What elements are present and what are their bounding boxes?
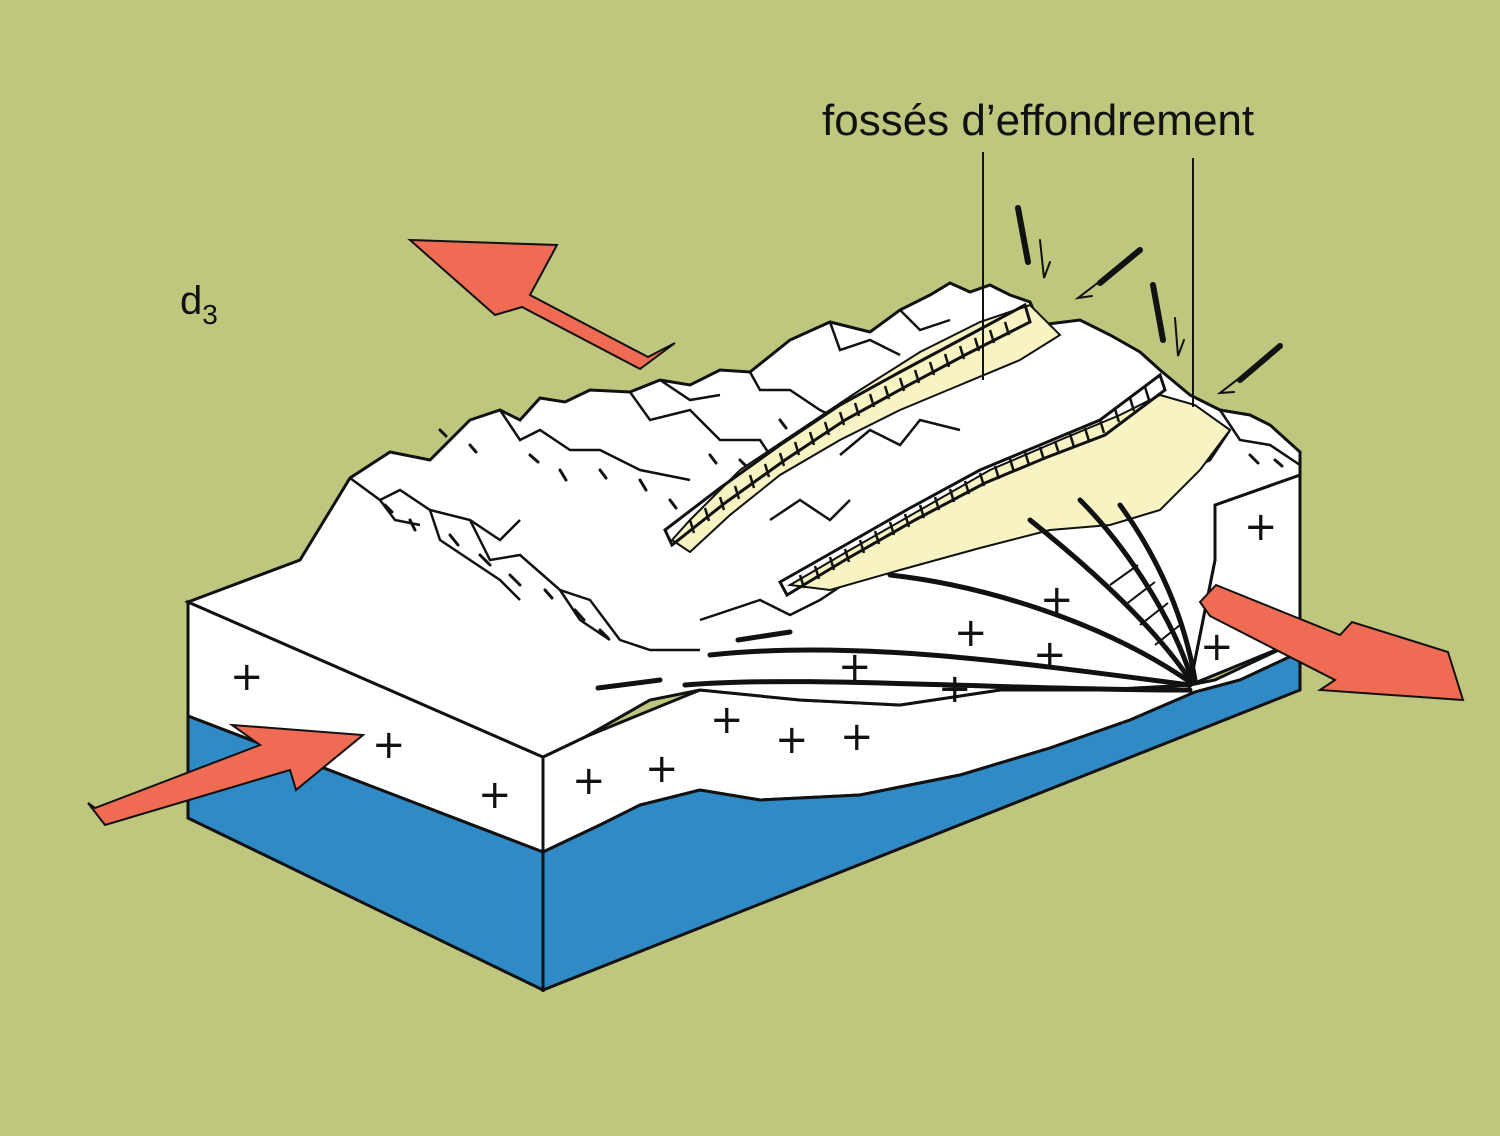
svg-text:+: + (840, 714, 874, 760)
red-arrow-icon-extension-left (407, 238, 676, 371)
red-arrow-icon-push-front (87, 723, 366, 827)
granite-symbols: + + + + + + + + + + + + + + + (230, 504, 1278, 818)
svg-text:+: + (954, 610, 988, 656)
fault-motion-half-arrow-icon (1015, 205, 1283, 395)
svg-text:+: + (572, 758, 606, 804)
listric-faults (595, 497, 1198, 693)
svg-text:+: + (372, 722, 406, 768)
panel-label-subscript: 3 (202, 299, 218, 330)
annotation-rift-valleys: fossés d’effondrement (822, 96, 1254, 145)
fault-hatching (1109, 564, 1181, 646)
svg-text:+: + (1244, 504, 1278, 550)
svg-text:+: + (1040, 577, 1074, 623)
svg-text:+: + (645, 746, 679, 792)
svg-text:+: + (1033, 632, 1067, 678)
svg-text:+: + (838, 644, 872, 690)
fault-scarp-hatching (688, 321, 1151, 589)
svg-text:+: + (710, 697, 744, 743)
red-arrow-icon-extension-right (1198, 583, 1465, 702)
svg-text:+: + (230, 654, 264, 700)
panel-label: d3 (180, 279, 218, 330)
svg-text:+: + (775, 717, 809, 763)
fault-scarps (663, 302, 1167, 598)
panel-label-letter: d (180, 279, 202, 323)
svg-text:+: + (938, 666, 972, 712)
svg-text:+: + (1200, 624, 1234, 670)
svg-text:+: + (478, 772, 512, 818)
